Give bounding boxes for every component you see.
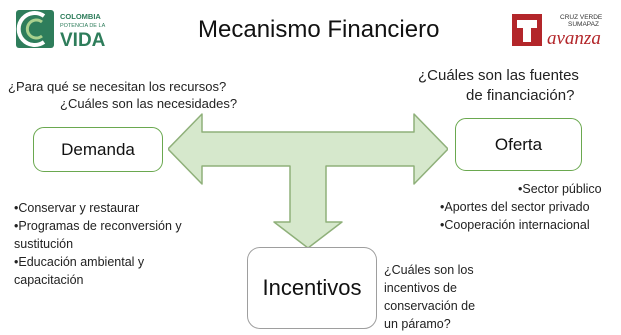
demanda-list-item: capacitación <box>14 273 84 287</box>
incentivos-question-line: ¿Cuáles son los <box>384 263 474 277</box>
logo-cruz-line1: CRUZ VERDE <box>560 14 603 21</box>
oferta-question-2: de financiación? <box>466 87 575 104</box>
demanda-list-item: •Programas de reconversión y <box>14 219 182 233</box>
oferta-list: •Sector público •Aportes del sector priv… <box>440 180 602 234</box>
oferta-question-1: ¿Cuáles son las fuentes <box>418 67 579 84</box>
demanda-question-2: ¿Cuáles son las necesidades? <box>60 96 238 111</box>
cruz-verde-sumapaz-logo: CRUZ VERDE SUMAPAZ avanza <box>512 10 621 50</box>
logo-cruz-line3: avanza <box>547 28 601 49</box>
oferta-list-item: •Sector público <box>518 182 602 196</box>
colombia-logo-mark: COLOMBIA POTENCIA DE LA VIDA <box>16 10 106 51</box>
incentivos-box: Incentivos <box>247 247 377 329</box>
demanda-box: Demanda <box>33 127 163 172</box>
demanda-list-item: sustitución <box>14 237 74 251</box>
colombia-potencia-de-la-vida-logo: COLOMBIA POTENCIA DE LA VIDA <box>14 6 126 52</box>
incentivos-question: ¿Cuáles son los incentivos de conservaci… <box>384 261 475 333</box>
oferta-list-item: •Cooperación internacional <box>440 218 590 232</box>
logo-colombia-line2: POTENCIA DE LA <box>60 23 106 29</box>
page-title: Mecanismo Financiero <box>198 16 440 43</box>
cruz-verde-logo-mark: CRUZ VERDE SUMAPAZ avanza <box>512 14 603 49</box>
oferta-list-item: •Aportes del sector privado <box>440 200 590 214</box>
logo-cruz-line2: SUMAPAZ <box>568 21 599 28</box>
logo-colombia-line1: COLOMBIA <box>60 12 101 21</box>
logo-colombia-line3: VIDA <box>60 30 106 51</box>
demanda-question-1: ¿Para qué se necesitan los recursos? <box>8 79 227 94</box>
three-way-arrow <box>168 113 448 248</box>
incentivos-question-line: un páramo? <box>384 317 451 331</box>
oferta-box: Oferta <box>455 118 582 171</box>
demanda-list-item: •Educación ambiental y <box>14 255 145 269</box>
demanda-list-item: •Conservar y restaurar <box>14 201 140 215</box>
incentivos-question-line: conservación de <box>384 299 476 313</box>
incentivos-question-line: incentivos de <box>384 281 457 295</box>
demanda-list: •Conservar y restaurar •Programas de rec… <box>14 199 182 289</box>
